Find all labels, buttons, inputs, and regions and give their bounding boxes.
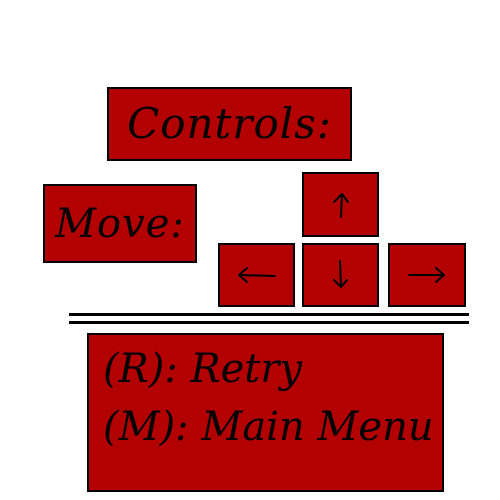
controls-title: Controls: (127, 99, 332, 148)
controls-title-panel: Controls: (107, 87, 352, 161)
move-label: Move: (55, 200, 185, 247)
options-panel: (R): Retry (M): Main Menu (87, 333, 444, 492)
left-arrow-icon (237, 267, 276, 283)
right-key (388, 243, 466, 307)
up-arrow-icon (332, 192, 349, 218)
move-label-panel: Move: (43, 184, 197, 263)
up-key (302, 172, 379, 237)
divider-line-bottom (69, 321, 469, 324)
down-key (302, 243, 379, 307)
divider-line-top (69, 313, 469, 316)
retry-option: (R): Retry (103, 346, 303, 392)
down-arrow-icon (332, 260, 348, 288)
left-key (218, 243, 295, 307)
right-arrow-icon (408, 267, 445, 283)
main-menu-option: (M): Main Menu (103, 404, 434, 450)
